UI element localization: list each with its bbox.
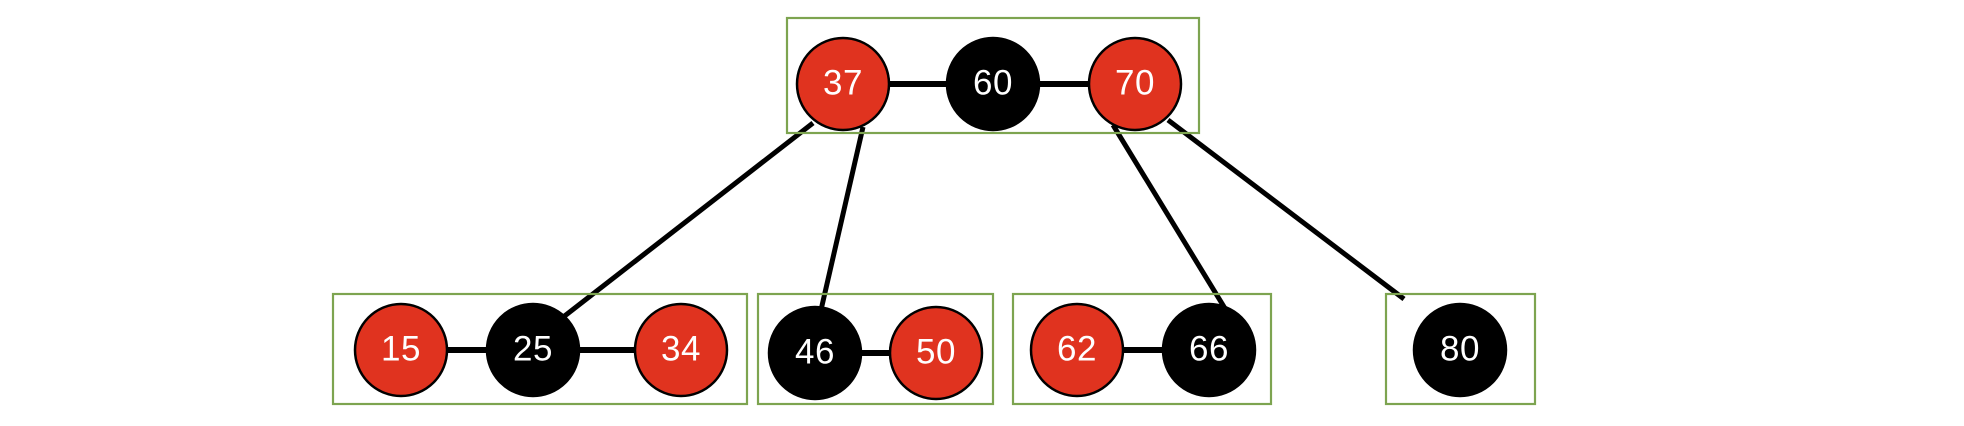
leaf-group-2-box	[756, 292, 995, 406]
tree-edges-layer	[560, 118, 1406, 320]
leaf-group-1-box	[331, 292, 749, 406]
leaf-group-4-box	[1384, 292, 1537, 406]
tree-node-46[interactable]: 46	[767, 305, 863, 401]
node-circle-46[interactable]	[767, 305, 863, 401]
tree-edge-n37-n25	[560, 121, 815, 320]
tree-edge-n70-n80	[1166, 118, 1406, 301]
tree-node-15[interactable]: 15	[353, 302, 449, 398]
tree-nodes-layer: 37 60 70 15 25 34 46 50 62 66 80	[353, 36, 1508, 401]
node-circle-66[interactable]	[1161, 302, 1257, 398]
tree-node-25[interactable]: 25	[485, 302, 581, 398]
tree-node-66[interactable]: 66	[1161, 302, 1257, 398]
node-circle-50[interactable]	[888, 305, 984, 401]
tree-node-37[interactable]: 37	[795, 36, 891, 132]
tree-node-60[interactable]: 60	[945, 36, 1041, 132]
tree-edge-n37-n46	[818, 126, 866, 311]
tree-node-50[interactable]: 50	[888, 305, 984, 401]
tree-node-34[interactable]: 34	[633, 302, 729, 398]
node-circle-80[interactable]	[1412, 302, 1508, 398]
node-circle-37[interactable]	[795, 36, 891, 132]
node-circle-15[interactable]	[353, 302, 449, 398]
node-circle-60[interactable]	[945, 36, 1041, 132]
node-circle-70[interactable]	[1087, 36, 1183, 132]
node-circle-25[interactable]	[485, 302, 581, 398]
root-group-box	[785, 16, 1201, 135]
tree-node-62[interactable]: 62	[1029, 302, 1125, 398]
group-boxes-layer	[331, 16, 1537, 406]
node-circle-34[interactable]	[633, 302, 729, 398]
leaf-group-3-box	[1011, 292, 1273, 406]
sibling-links-layer	[443, 81, 1167, 356]
tree-node-80[interactable]: 80	[1412, 302, 1508, 398]
node-circle-62[interactable]	[1029, 302, 1125, 398]
tree-node-70[interactable]: 70	[1087, 36, 1183, 132]
tree-edge-n70-n66	[1110, 123, 1232, 317]
